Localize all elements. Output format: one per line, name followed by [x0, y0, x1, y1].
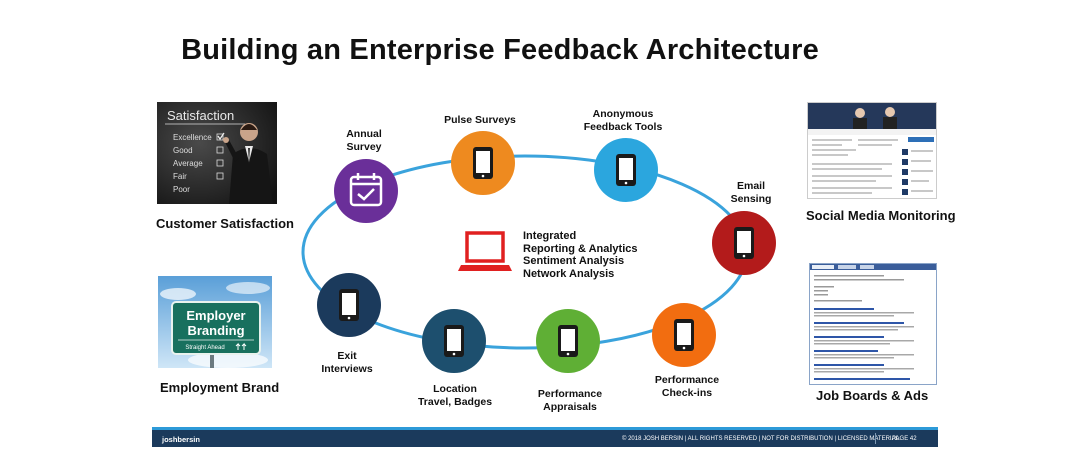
employer-branding-image: Employer Branding Straight Ahead — [158, 276, 272, 368]
job-boards-screenshot — [809, 263, 937, 385]
node-location — [422, 309, 486, 373]
node-email-sensing — [712, 211, 776, 275]
node-anonymous-feedback — [594, 138, 658, 202]
center-analytics-text: Integrated Reporting & Analytics Sentime… — [523, 230, 638, 280]
calendar-check-icon — [349, 173, 383, 207]
svg-text:Fair: Fair — [173, 172, 187, 181]
phone-icon — [444, 325, 464, 357]
customer-satisfaction-label: Customer Satisfaction — [156, 216, 294, 231]
phone-icon — [616, 154, 636, 186]
footer-copyright: © 2018 JOSH BERSIN | ALL RIGHTS RESERVED… — [622, 436, 899, 442]
node-pulse-surveys — [451, 131, 515, 195]
svg-text:Branding: Branding — [187, 323, 244, 338]
svg-text:Average: Average — [173, 159, 203, 168]
node-exit-interviews — [317, 273, 381, 337]
footer-divider — [875, 433, 876, 444]
svg-text:Straight Ahead: Straight Ahead — [185, 345, 224, 351]
node-performance-checkins — [652, 303, 716, 367]
footer-bar: joshbersin © 2018 JOSH BERSIN | ALL RIGH… — [152, 427, 938, 447]
phone-icon — [339, 289, 359, 321]
node-performance-appraisals — [536, 309, 600, 373]
social-media-monitoring-label: Social Media Monitoring — [806, 208, 956, 223]
customer-satisfaction-image: Satisfaction Excellence Good Average Fai… — [157, 102, 277, 204]
phone-icon — [674, 319, 694, 351]
svg-text:Poor: Poor — [173, 185, 190, 194]
footer-page-number: PAGE 42 — [892, 436, 917, 442]
phone-icon — [558, 325, 578, 357]
svg-text:Good: Good — [173, 146, 193, 155]
job-boards-ads-label: Job Boards & Ads — [816, 388, 929, 403]
node-annual-survey — [334, 159, 398, 223]
svg-text:Excellence: Excellence — [173, 133, 212, 142]
laptop-icon — [458, 231, 512, 271]
phone-icon — [734, 227, 754, 259]
employment-brand-label: Employment Brand — [160, 380, 280, 395]
phone-icon — [473, 147, 493, 179]
board-title: Satisfaction — [167, 108, 234, 123]
label-pulse-surveys: Pulse Surveys — [444, 114, 516, 126]
svg-text:Employer: Employer — [186, 308, 245, 323]
page-title: Building an Enterprise Feedback Architec… — [181, 34, 819, 66]
social-media-screenshot — [807, 102, 937, 199]
footer-brand: joshbersin — [162, 435, 200, 444]
